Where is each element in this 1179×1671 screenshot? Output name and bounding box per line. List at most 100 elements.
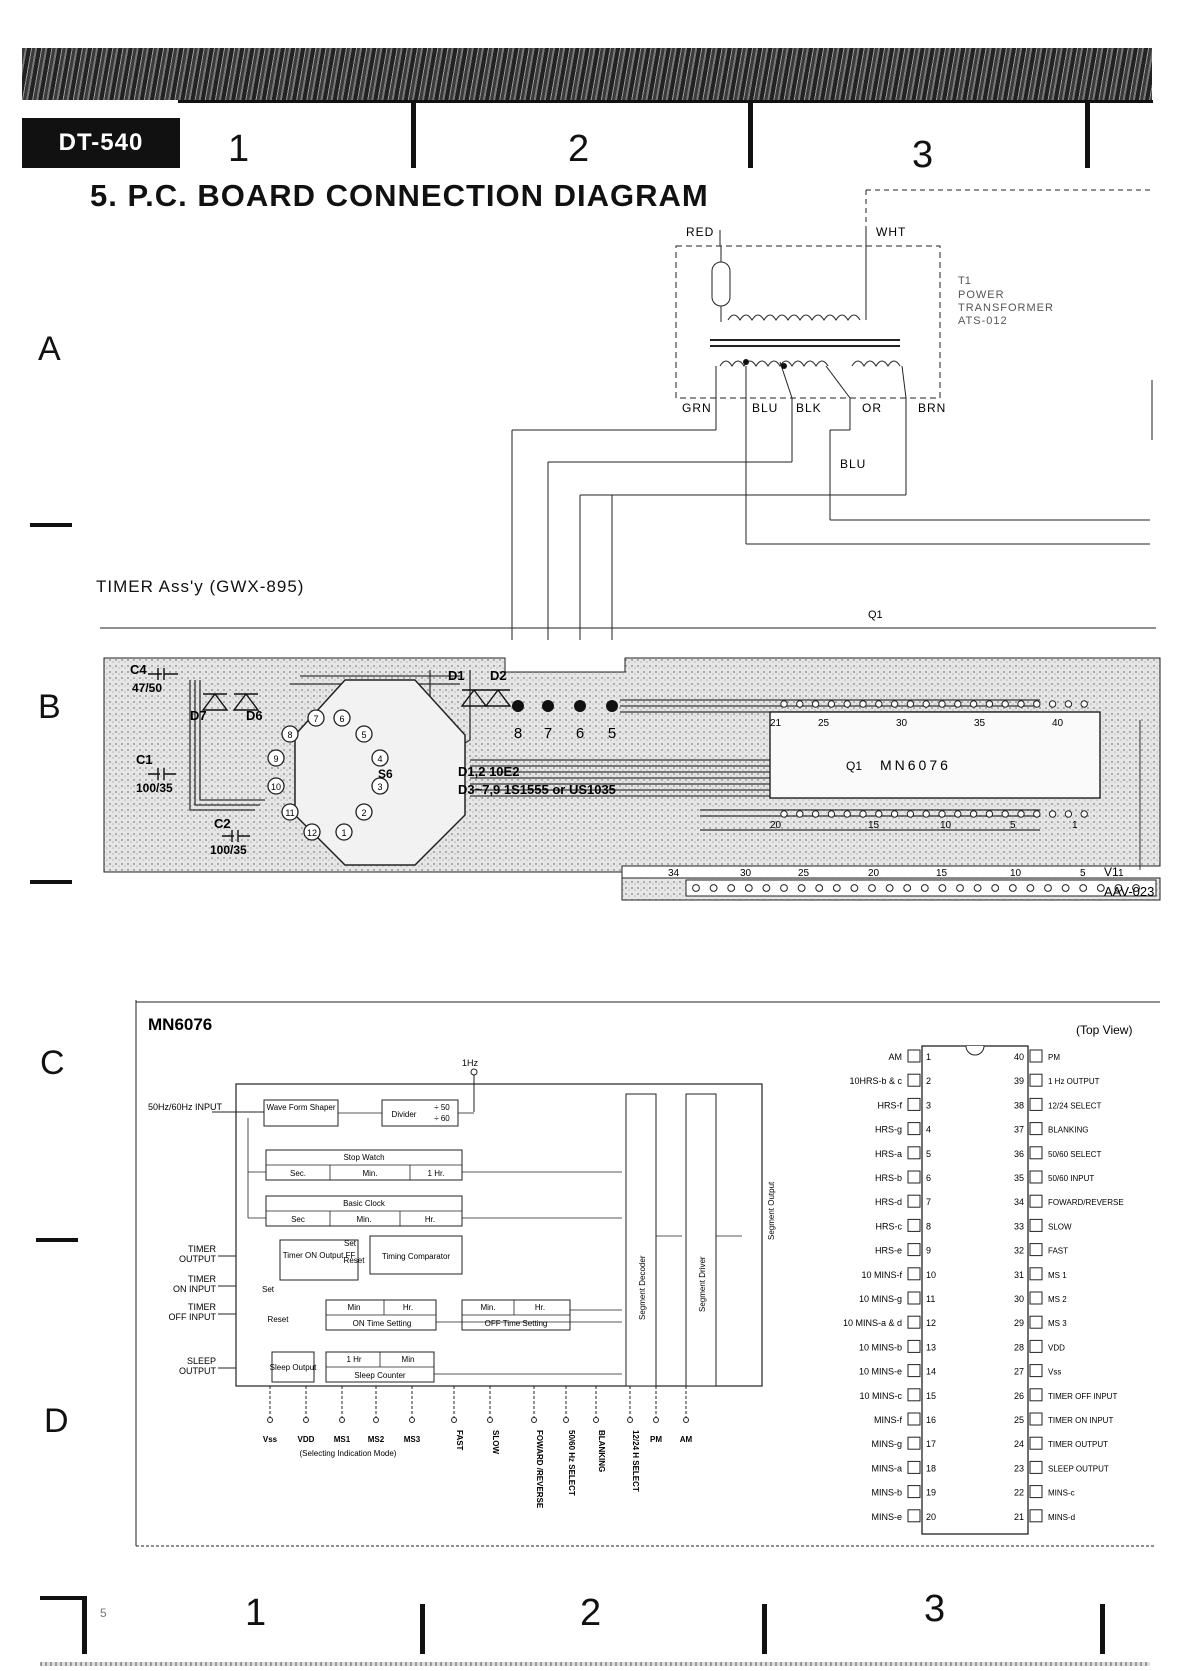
d2-symbol xyxy=(484,688,512,707)
off-cell-hr: Hr. xyxy=(535,1303,545,1312)
pinout-pin xyxy=(907,1412,921,1426)
pinout-pin-name: AM xyxy=(889,1052,903,1062)
ic-pin xyxy=(827,810,836,818)
footer-divider xyxy=(762,1604,767,1654)
connector-pin xyxy=(850,884,859,892)
pinout-pin xyxy=(907,1243,921,1257)
switch-position xyxy=(355,725,373,743)
block-title: MN6076 xyxy=(148,1015,212,1034)
set-label-2: Set xyxy=(262,1285,275,1294)
connector-pin-number: 5 xyxy=(1080,868,1086,879)
switch-position xyxy=(371,749,389,767)
pinout-pin xyxy=(1029,1049,1043,1063)
ic-pin xyxy=(1017,700,1025,708)
column-divider xyxy=(748,100,753,168)
connector-pin xyxy=(762,884,771,892)
pinout-pin xyxy=(907,1436,921,1450)
ic-pin xyxy=(1080,810,1088,818)
wire-label-red: RED xyxy=(686,225,714,239)
connector-pin-number: 10 xyxy=(1010,868,1022,879)
wire-label-blk: BLK xyxy=(796,401,822,415)
switch-position xyxy=(303,823,321,841)
left-input-label: TIMER xyxy=(188,1274,216,1284)
sleep-cell-hr: 1 Hr xyxy=(346,1355,361,1364)
pcb-assembly-label: TIMER Ass'y (GWX-895) xyxy=(96,577,305,596)
sleep-output-block xyxy=(271,1351,315,1383)
footer-column-2: 2 xyxy=(580,1592,602,1634)
bottom-pin-terminal xyxy=(303,1417,309,1423)
column-divider xyxy=(411,100,416,168)
sleep-cell-min: Min xyxy=(402,1355,415,1364)
connector-pin xyxy=(780,884,788,892)
connector-pin-number: 20 xyxy=(868,868,880,879)
display-label: AAV-023 xyxy=(1104,884,1154,899)
pinout-pin xyxy=(1029,1339,1043,1353)
connector-pin xyxy=(1061,884,1070,892)
ic-bot-pin-number: 1 xyxy=(1072,820,1078,831)
switch-position xyxy=(355,803,373,821)
pinout-pin-number: 20 xyxy=(926,1512,936,1522)
pinout-pin-name: Vss xyxy=(1048,1368,1061,1377)
pinout-pin-number: 34 xyxy=(1014,1197,1024,1207)
bottom-pin-terminal xyxy=(531,1417,537,1423)
pinout-pin-number: 36 xyxy=(1014,1149,1024,1159)
footer-divider xyxy=(420,1604,425,1654)
bottom-pin-label: MS2 xyxy=(368,1435,385,1444)
pinout-pin-number: 35 xyxy=(1014,1173,1024,1183)
c2-label: C2 xyxy=(214,816,231,831)
connector-pin-number: 25 xyxy=(798,868,810,879)
left-input-label: ON INPUT xyxy=(173,1284,217,1294)
wire-label-grn: GRN xyxy=(682,401,712,415)
c4-symbol xyxy=(148,668,178,680)
footer-scan-line xyxy=(40,1662,1150,1666)
transformer-part: ATS-012 xyxy=(958,315,1008,327)
pinout-pin-name: HRS-a xyxy=(875,1149,902,1159)
pinout-pin xyxy=(1029,1146,1043,1160)
bottom-pin-terminal xyxy=(563,1417,569,1423)
page-number: 5 xyxy=(100,1606,107,1620)
pinout-notch xyxy=(965,1045,985,1056)
ic-bot-pin-number: 20 xyxy=(770,820,782,831)
switch-position-number: 3 xyxy=(377,782,382,792)
bottom-pin-label: MS3 xyxy=(404,1435,421,1444)
bottom-pin-terminal xyxy=(593,1417,599,1423)
ic-pin xyxy=(985,810,994,818)
off-cell-min: Min. xyxy=(480,1303,495,1312)
reset-label: Reset xyxy=(344,1256,366,1265)
pinout-pin-name: HRS-c xyxy=(876,1221,903,1231)
bottom-pin-terminal xyxy=(451,1417,457,1423)
header-band xyxy=(22,48,1152,100)
switch-position xyxy=(267,777,285,795)
connector-pin-number: 15 xyxy=(936,868,948,879)
terminal-number: 7 xyxy=(544,725,552,742)
s6-label: S6 xyxy=(378,767,393,781)
pinout-pin-number: 22 xyxy=(1014,1488,1024,1498)
pinout-pin xyxy=(1029,1460,1043,1474)
d6-symbol xyxy=(232,692,260,711)
d7-symbol xyxy=(201,692,229,711)
ic-pin xyxy=(796,700,804,708)
pinout-pin xyxy=(1029,1073,1043,1087)
connector-pin xyxy=(1132,884,1140,892)
wire-label-or: OR xyxy=(862,401,882,415)
segment-decoder-label: Segment Decoder xyxy=(638,1255,647,1320)
d7-label: D7 xyxy=(190,708,207,723)
pinout-pin-name: MINS-d xyxy=(1048,1513,1075,1522)
ic-pin xyxy=(969,700,978,708)
row-label-d: D xyxy=(44,1402,69,1440)
pinout-pin-name: FOWARD/REVERSE xyxy=(1048,1198,1124,1207)
timing-comparator-block xyxy=(369,1235,463,1275)
connector-pin xyxy=(797,884,806,892)
ic-top-pin-number: 30 xyxy=(896,718,908,729)
bottom-pin-terminal xyxy=(653,1417,659,1423)
ic-bot-pin-number: 5 xyxy=(1010,820,1016,831)
switch-position-number: 7 xyxy=(313,714,318,724)
ic-q1-body xyxy=(769,711,1101,799)
switch-position-number: 4 xyxy=(377,754,382,764)
wire-label-wht: WHT xyxy=(876,225,906,239)
pinout-pin-name: MINS-g xyxy=(871,1439,902,1449)
ic-bot-pin-number: 15 xyxy=(868,820,880,831)
pinout-pin-number: 29 xyxy=(1014,1318,1024,1328)
